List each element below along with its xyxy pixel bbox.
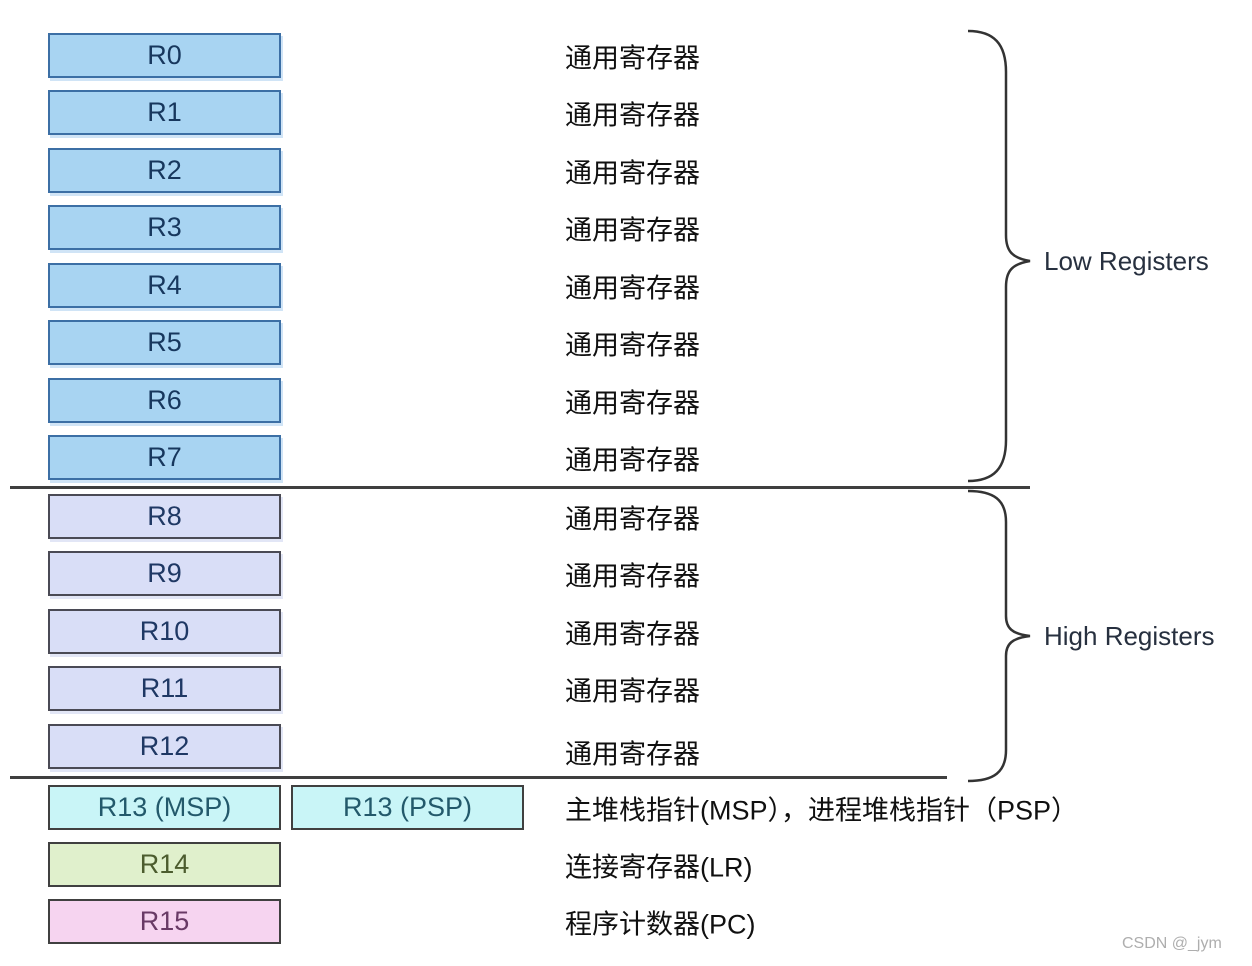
- register-desc-r0: 通用寄存器: [565, 43, 700, 73]
- register-box-r10: R10: [48, 609, 281, 654]
- low-registers-brace: [967, 29, 1031, 483]
- register-desc-r2: 通用寄存器: [565, 158, 700, 188]
- register-row-r1: R1 通用寄存器: [0, 90, 1252, 135]
- register-row-r11: R11 通用寄存器: [0, 666, 1252, 711]
- register-desc-r6: 通用寄存器: [565, 388, 700, 418]
- register-box-r0: R0: [48, 33, 281, 78]
- register-desc-r13: 主堆栈指针(MSP），进程堆栈指针（PSP）: [565, 795, 1079, 825]
- register-box-r12: R12: [48, 724, 281, 769]
- register-row-r12: R12 通用寄存器: [0, 724, 1252, 769]
- register-row-r3: R3 通用寄存器: [0, 205, 1252, 250]
- separator-low-high: [10, 486, 1030, 489]
- register-box-r1: R1: [48, 90, 281, 135]
- register-row-r4: R4 通用寄存器: [0, 263, 1252, 308]
- register-box-r13-msp: R13 (MSP): [48, 785, 281, 830]
- register-desc-r8: 通用寄存器: [565, 504, 700, 534]
- register-box-r3: R3: [48, 205, 281, 250]
- register-row-r6: R6 通用寄存器: [0, 378, 1252, 423]
- register-row-r8: R8 通用寄存器: [0, 494, 1252, 539]
- register-row-r9: R9 通用寄存器: [0, 551, 1252, 596]
- low-registers-label: Low Registers: [1044, 246, 1209, 276]
- register-desc-r12: 通用寄存器: [565, 739, 700, 770]
- register-box-r13-psp: R13 (PSP): [291, 785, 524, 830]
- register-box-r14: R14: [48, 842, 281, 887]
- register-row-r15: R15 程序计数器(PC): [0, 899, 1252, 944]
- register-box-r6: R6: [48, 378, 281, 423]
- register-desc-r9: 通用寄存器: [565, 561, 700, 591]
- high-registers-label: High Registers: [1044, 621, 1215, 651]
- register-desc-r10: 通用寄存器: [565, 619, 700, 649]
- register-row-r13: R13 (MSP) R13 (PSP) 主堆栈指针(MSP），进程堆栈指针（PS…: [0, 785, 1252, 830]
- register-box-r7: R7: [48, 435, 281, 480]
- register-box-r9: R9: [48, 551, 281, 596]
- register-row-r7: R7 通用寄存器: [0, 435, 1252, 480]
- register-row-r14: R14 连接寄存器(LR): [0, 842, 1252, 887]
- register-desc-r1: 通用寄存器: [565, 100, 700, 130]
- register-desc-r15: 程序计数器(PC): [565, 909, 756, 939]
- register-desc-r11: 通用寄存器: [565, 676, 700, 706]
- register-row-r10: R10 通用寄存器: [0, 609, 1252, 654]
- register-desc-r3: 通用寄存器: [565, 215, 700, 245]
- register-box-r2: R2: [48, 148, 281, 193]
- register-box-r4: R4: [48, 263, 281, 308]
- register-box-r11: R11: [48, 666, 281, 711]
- register-row-r2: R2 通用寄存器: [0, 148, 1252, 193]
- register-row-r0: R0 通用寄存器: [0, 33, 1252, 78]
- separator-high-special: [10, 776, 947, 779]
- register-box-r5: R5: [48, 320, 281, 365]
- high-registers-brace: [967, 489, 1031, 783]
- register-desc-r7: 通用寄存器: [565, 445, 700, 475]
- register-desc-r4: 通用寄存器: [565, 273, 700, 303]
- register-box-r8: R8: [48, 494, 281, 539]
- csdn-watermark: CSDN @_jym: [1122, 935, 1222, 952]
- register-desc-r5: 通用寄存器: [565, 330, 700, 360]
- register-row-r5: R5 通用寄存器: [0, 320, 1252, 365]
- register-desc-r14: 连接寄存器(LR): [565, 852, 753, 882]
- register-box-r15: R15: [48, 899, 281, 944]
